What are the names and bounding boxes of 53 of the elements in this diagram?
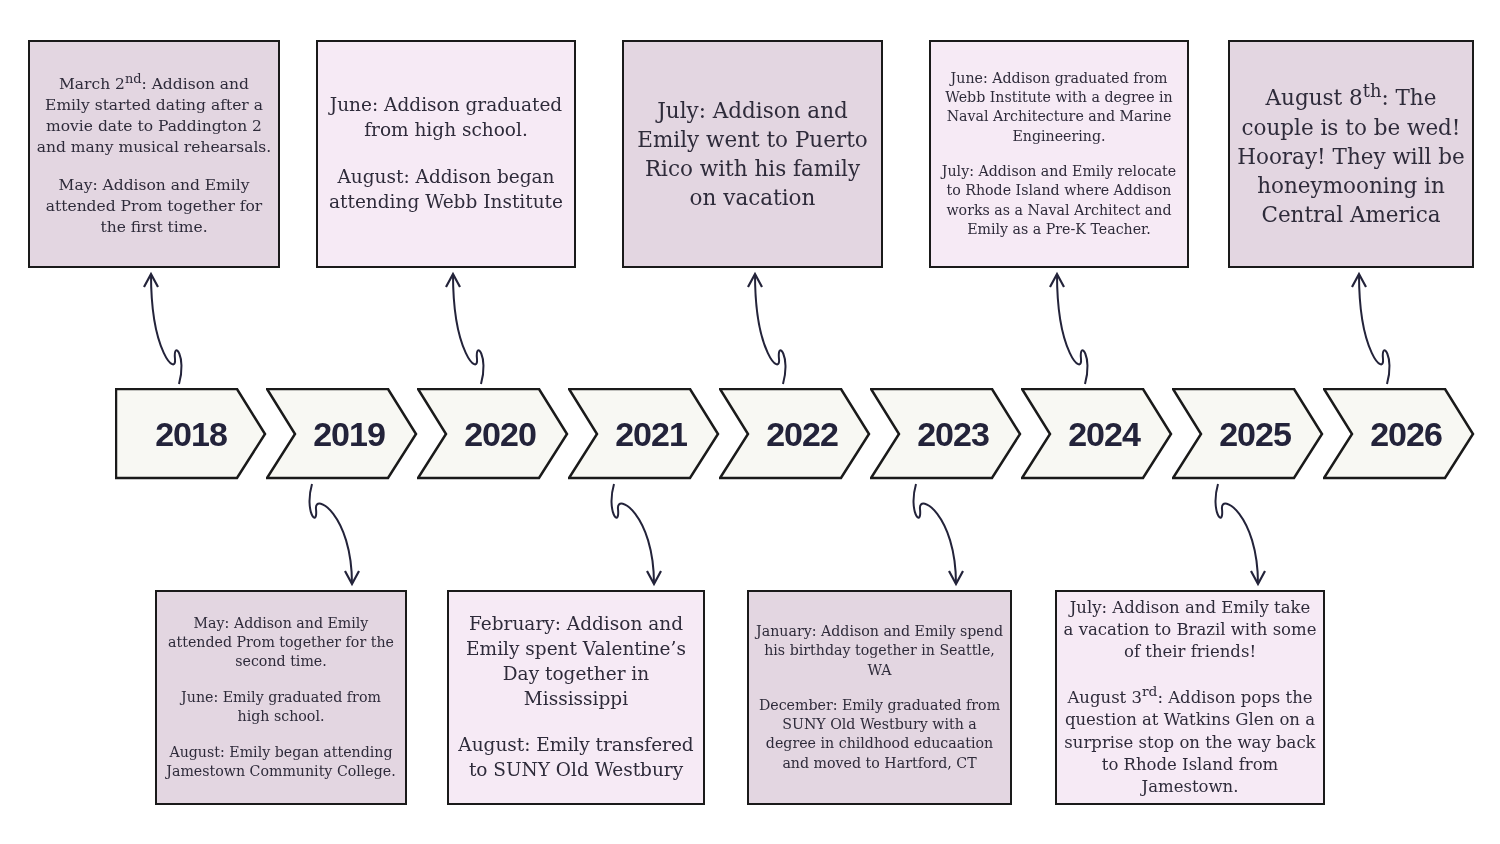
year-banner [1021, 388, 1173, 480]
event-box [1055, 590, 1325, 805]
year-banner [719, 388, 871, 480]
event-box [747, 590, 1012, 805]
event-text: August: Addison began attending Webb Institute [328, 164, 564, 214]
event-box [622, 40, 883, 268]
event-box [929, 40, 1189, 268]
event-text: June: Emily graduated from high school. [178, 687, 382, 727]
event-text: June: Addison graduated from Webb Institute with a degree in Naval Architecture and Marine Engineering. [944, 69, 1174, 146]
year-label: 2023 [916, 413, 990, 455]
year-label: 2022 [765, 413, 839, 455]
event-text: June: Addison graduated from high school. [327, 93, 564, 143]
event-text: May: Addison and Emily attended Prom together for the first time. [44, 175, 264, 239]
event-box [1228, 40, 1474, 268]
curly-arrow [143, 272, 183, 385]
curly-arrow [912, 483, 964, 586]
curly-arrow [610, 483, 662, 586]
event-text: July: Addison and Emily relocate to Rhode Island where Addison works as a Naval Architect and Emily as a Pre-K Teacher. [939, 162, 1178, 239]
curly-arrow [747, 272, 787, 385]
curly-arrow [308, 483, 360, 586]
year-label: 2019 [312, 413, 386, 455]
event-box [155, 590, 407, 805]
year-banner [417, 388, 569, 480]
event-box [316, 40, 576, 268]
year-label: 2025 [1218, 413, 1292, 455]
curly-arrow [1351, 272, 1391, 385]
year-banner [1323, 388, 1475, 480]
year-label: 2020 [463, 413, 537, 455]
event-text: July: Addison and Emily take a vacation to Brazil with some of their friends! [1063, 596, 1317, 664]
year-label: 2026 [1369, 413, 1443, 455]
year-banner [115, 388, 267, 480]
curly-arrow [1049, 272, 1089, 385]
curly-arrow [445, 272, 485, 385]
event-text: July: Addison and Emily went to Puerto Rico with his family on vacation [636, 96, 869, 212]
year-banner [568, 388, 720, 480]
event-text: March 2$^{nd}$: Addison and Emily started dating after a movie date to Paddington 2 and many musical rehearsals. [36, 69, 272, 158]
year-banner [1172, 388, 1324, 480]
event-text: February: Addison and Emily spent Valentine’s Day together in Mississippi [465, 611, 687, 711]
year-banner [870, 388, 1022, 480]
year-label: 2021 [614, 413, 688, 455]
event-text: January: Addison and Emily spend his birthday together in Seattle, WA [755, 622, 1004, 680]
event-box [447, 590, 705, 805]
event-text: August 8$^{th}$: The couple is to be wed! Hooray! They will be honeymooning in Central America [1236, 79, 1466, 229]
year-label: 2018 [154, 413, 228, 455]
event-box [28, 40, 280, 268]
event-text: May: Addison and Emily attended Prom together for the second time. [167, 614, 395, 672]
event-text: August: Emily began attending Jamestown Community College. [164, 742, 397, 781]
event-text: December: Emily graduated from SUNY Old Westbury with a degree in childhood educaation and moved to Hartford, CT [757, 696, 1002, 773]
year-banner [266, 388, 418, 480]
year-label: 2024 [1067, 413, 1142, 455]
curly-arrow [1214, 483, 1266, 586]
event-text: August: Emily transfered to SUNY Old Westbury [457, 733, 695, 783]
event-text: August 3$^{rd}$: Addison pops the question at Watkins Glen on a surprise stop on the way back to Rhode Island from Jamestown. [1063, 682, 1317, 799]
